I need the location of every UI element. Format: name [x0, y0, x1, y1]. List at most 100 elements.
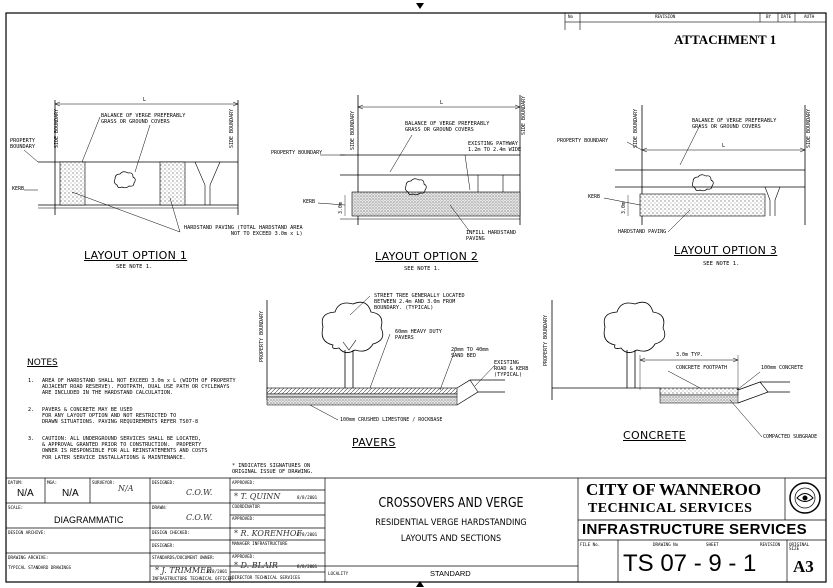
- rev-by-header: BY: [766, 14, 772, 19]
- scale-label: SCALE:: [8, 505, 24, 510]
- option1-drawing: [23, 100, 239, 233]
- option3-kerb: KERB: [588, 194, 601, 200]
- designed-value: C.O.W.: [186, 488, 213, 497]
- revision-table: [564, 12, 827, 30]
- drawn-value: C.O.W.: [186, 513, 213, 522]
- option1-side-boundary-left: SIDE BOUNDARY: [54, 108, 60, 148]
- approved2-role: MANAGER INFRASTRUCTURE: [232, 541, 288, 546]
- concrete-property-boundary: PROPERTY BOUNDARY: [543, 314, 549, 366]
- option1-balance: BALANCE OF VERGE PREFERABLY GRASS OR GRO…: [101, 113, 186, 126]
- pavers-drawing: [266, 295, 505, 421]
- option3-drawing: [603, 105, 806, 233]
- approved1-date: 8/8/2001: [297, 495, 318, 500]
- approved2-label: APPROVED:: [232, 516, 255, 521]
- design-archive-label: DESIGN ARCHIVE:: [8, 530, 46, 535]
- option1-kerb: KERB: [12, 186, 25, 192]
- drawing-no-label: DRAWING No: [653, 542, 679, 547]
- option2-pathway: EXISTING PATHWAY 1.2m TO 2.4m WIDE: [468, 141, 522, 154]
- standards-date: 8/8/2001: [207, 569, 228, 574]
- designer-label: DESIGNER:: [152, 543, 175, 548]
- option2-property-boundary: PROPERTY BOUNDARY: [271, 150, 323, 156]
- option3-hardstand: HARDSTAND PAVING: [618, 229, 667, 235]
- concrete-subgrade: COMPACTED SUBGRADE: [763, 434, 818, 440]
- rev-no-header: No: [568, 14, 574, 19]
- option3-dim: 3.0m: [621, 201, 627, 214]
- approved2-date: 8/8/2001: [297, 532, 318, 537]
- concrete-title: CONCRETE: [623, 429, 686, 442]
- option2-side-boundary-left: SIDE BOUNDARY: [350, 110, 356, 150]
- option3-title: LAYOUT OPTION 3: [674, 244, 778, 257]
- option1-property-boundary: PROPERTY BOUNDARY: [10, 138, 35, 151]
- option2-kerb: KERB: [303, 199, 316, 205]
- standards-owner-label: STANDARDS/DOCUMENT OWNER:: [152, 555, 216, 560]
- mga-label: MGA:: [47, 480, 58, 485]
- concrete-thick: 100mm CONCRETE: [761, 365, 804, 371]
- drawing-title-3: LAYOUTS AND SECTIONS: [400, 534, 502, 544]
- attachment-label: ATTACHMENT 1: [674, 32, 777, 47]
- locality-label: LOCALITY: [328, 571, 349, 576]
- org-dept: TECHNICAL SERVICES: [588, 501, 753, 516]
- approved3-signature: * D. BLAIR: [234, 561, 278, 570]
- pavers-tree: STREET TREE GENERALLY LOCATED BETWEEN 2.…: [374, 293, 465, 312]
- pavers-sand: 20mm TO 40mm SAND BED: [451, 347, 489, 360]
- note-2-text: PAVERS & CONCRETE MAY BE USED FOR ANY LA…: [42, 407, 199, 426]
- locality-value: STANDARD: [430, 569, 471, 578]
- rev-auth-header: AUTH: [804, 14, 815, 19]
- surveyor-value: N/A: [118, 484, 134, 493]
- org-name: CITY OF WANNEROO: [586, 480, 762, 499]
- drawing-title-1: CROSSOVERS AND VERGE: [378, 496, 524, 511]
- option2-balance: BALANCE OF VERGE PREFERABLY GRASS OR GRO…: [405, 121, 490, 134]
- top-center-mark: [416, 3, 424, 9]
- city-seal-logo: [789, 482, 821, 514]
- drawing-number: TS 07 - 9 - 1: [623, 550, 757, 577]
- pavers-title: PAVERS: [352, 436, 396, 449]
- option3-balance: BALANCE OF VERGE PREFERABLY GRASS OR GRO…: [692, 118, 777, 131]
- option2-see-note: SEE NOTE 1.: [404, 266, 441, 272]
- approved1-signature: * T. QUINN: [234, 492, 281, 501]
- sheet-label: SHEET: [706, 542, 719, 547]
- note-3-text: CAUTION: ALL UNDERGROUND SERVICES SHALL …: [42, 436, 208, 461]
- pavers-road: EXISTING ROAD & KERB (TYPICAL): [494, 360, 529, 379]
- pavers-heavy: 60mm HEAVY DUTY PAVERS: [395, 329, 442, 342]
- file-no-label: FILE No.: [580, 542, 601, 547]
- option3-L: L: [722, 143, 726, 149]
- option3-side-boundary-right: SIDE BOUNDARY: [806, 108, 812, 148]
- option2-drawing: [317, 95, 521, 233]
- approved1-label: APPROVED:: [232, 480, 255, 485]
- datum-value: N/A: [17, 488, 34, 499]
- note-1-num: 1.: [28, 378, 35, 384]
- option2-infill: INFILL HARDSTAND PAVING: [466, 230, 516, 243]
- approved2-signature: * R. KORENHOF: [234, 529, 302, 538]
- option2-L: L: [440, 100, 444, 106]
- design-checked-label: DESIGN CHECKED:: [152, 530, 190, 535]
- approved3-date: 8/8/2001: [297, 564, 318, 569]
- approved1-role: COORDINATOR: [232, 504, 260, 509]
- signature-note: * INDICATES SIGNATURES ON ORIGINAL ISSUE…: [232, 463, 314, 476]
- approved3-label: APPROVED:: [232, 554, 255, 559]
- drawing-file-value: TYPICAL STANDARD DRAWINGS: [8, 565, 72, 570]
- pavers-property-boundary: PROPERTY BOUNDARY: [259, 310, 265, 362]
- option1-side-boundary-right: SIDE BOUNDARY: [229, 108, 235, 148]
- standards-signature: * J. TRIMMER: [155, 566, 212, 575]
- designed-label: DESIGNED:: [152, 480, 175, 485]
- mga-value: N/A: [62, 488, 79, 499]
- bottom-center-mark: [416, 581, 424, 587]
- option2-dim: 3.0m: [338, 201, 344, 214]
- option1-see-note: SEE NOTE 1.: [116, 264, 153, 270]
- org-division: INFRASTRUCTURE SERVICES: [582, 521, 807, 538]
- drawing-archive-label: DRAWING ARCHIVE:: [8, 555, 49, 560]
- pavers-limestone: 100mm CRUSHED LIMESTONE / ROCKBASE: [340, 417, 443, 423]
- title-block-lines: [6, 477, 826, 582]
- concrete-typ: 3.0m TYP.: [676, 352, 704, 358]
- option3-side-boundary-left: SIDE BOUNDARY: [633, 108, 639, 148]
- note-1-text: AREA OF HARDSTAND SHALL NOT EXCEED 3.0m …: [42, 378, 236, 397]
- option1-title: LAYOUT OPTION 1: [84, 249, 188, 262]
- option3-property-boundary: PROPERTY BOUNDARY: [557, 138, 609, 144]
- option3-see-note: SEE NOTE 1.: [703, 261, 740, 267]
- sheet-size: A3: [793, 557, 814, 576]
- note-2-num: 2.: [28, 407, 35, 413]
- approved3-role: DIRECTOR TECHNICAL SERVICES: [232, 575, 301, 580]
- rev-revision-header: REVISION: [655, 14, 676, 19]
